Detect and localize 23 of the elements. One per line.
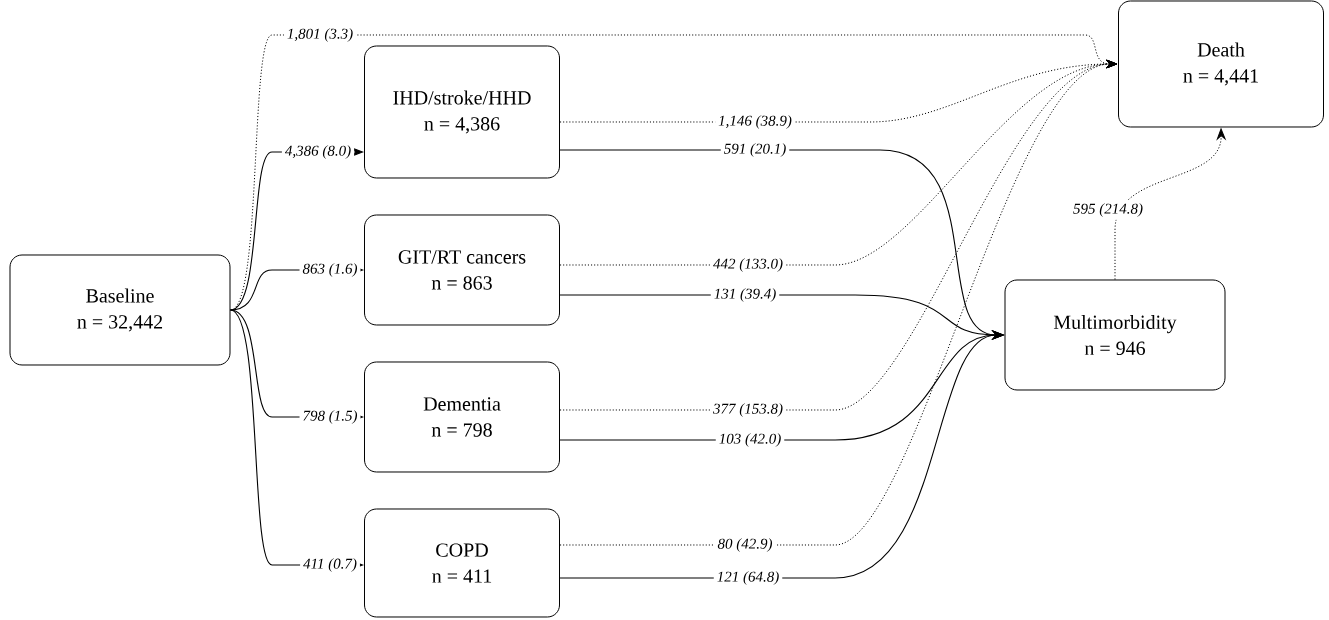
- edge-label: 131 (39.4): [710, 285, 780, 305]
- edge-label: 411 (0.7): [300, 555, 360, 575]
- process-box: COPD n = 411: [364, 508, 560, 618]
- edge-label: 798 (1.5): [299, 407, 361, 427]
- edge-label: 1,801 (3.3): [283, 25, 357, 45]
- process-box: Baseline n = 32,442: [9, 254, 231, 366]
- edge-label: 103 (42.0): [715, 430, 785, 450]
- edge-label: 595 (214.8): [1070, 200, 1146, 220]
- edge-label: 121 (64.8): [713, 568, 783, 588]
- edge-label: 80 (42.9): [714, 535, 776, 555]
- process-box: Dementia n = 798: [364, 361, 560, 473]
- arrow: [559, 59, 1118, 546]
- process-box: Multimorbidity n = 946: [1004, 279, 1226, 391]
- edge-label: 591 (20.1): [720, 140, 790, 160]
- edge-label: 1,146 (38.9): [715, 112, 795, 132]
- edge-label: 377 (153.8): [710, 400, 786, 420]
- edge-label: 4,386 (8.0): [281, 142, 355, 162]
- edge-label: 863 (1.6): [299, 260, 361, 280]
- edge-label: 442 (133.0): [710, 255, 786, 275]
- arrow: [1114, 128, 1226, 280]
- process-box: Death n = 4,441: [1118, 0, 1324, 128]
- process-box: IHD/stroke/HHD n = 4,386: [364, 45, 560, 179]
- process-box: GIT/RT cancers n = 863: [364, 214, 560, 326]
